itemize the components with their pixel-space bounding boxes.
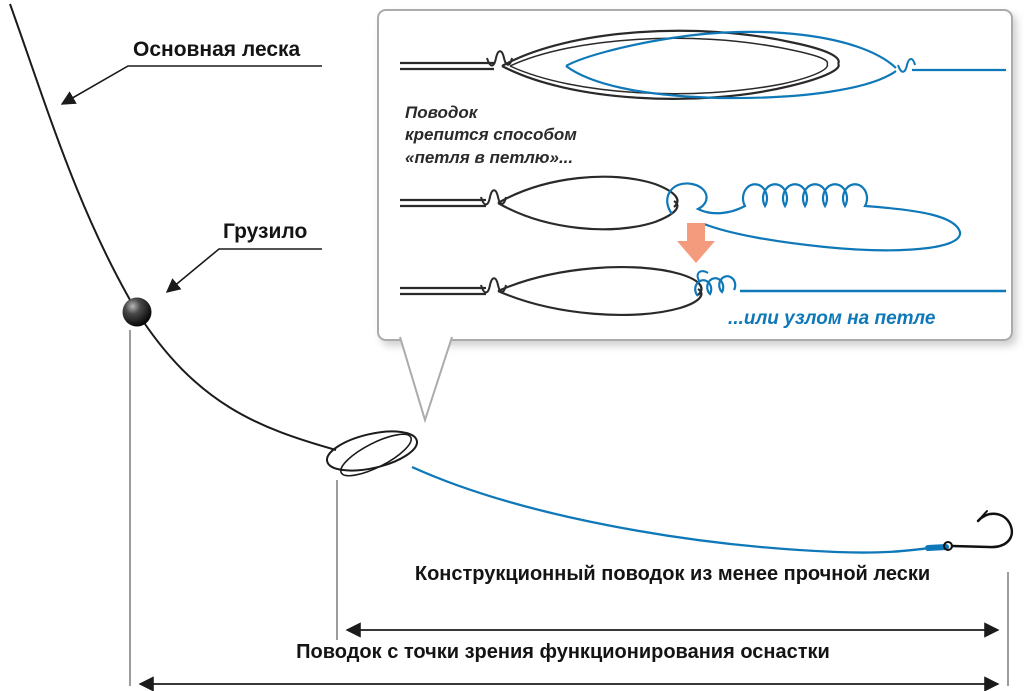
- inset-row2-blue-wrap: [666, 182, 962, 252]
- leader-line-path: [411, 465, 931, 554]
- inset-row1-blue-loop: [565, 30, 1006, 100]
- sinker-ball: [122, 297, 152, 327]
- inset-row3-blue-knot: [694, 270, 1006, 297]
- sinker-callout-arrow: [165, 248, 322, 293]
- inset-panel: [377, 9, 1013, 341]
- inset-knot-note: ...или узлом на петле: [728, 308, 936, 329]
- loop-junction: [326, 430, 418, 477]
- main-line-callout-arrow: [60, 65, 322, 105]
- construction-leader-dimension-label: Конструкционный поводок из менее прочной…: [414, 563, 931, 585]
- main-line-label: Основная леска: [133, 38, 301, 61]
- dimension-extension-lines: [129, 330, 1009, 686]
- inset-panel-tail: [399, 336, 453, 424]
- inset-attach-note: Поводок крепится способом «петля в петлю…: [405, 103, 577, 167]
- hook-icon: [943, 510, 1014, 551]
- sinker-label: Грузило: [223, 220, 308, 243]
- inset-row2-black-loop: [400, 175, 679, 231]
- step-down-arrow-icon: [677, 223, 715, 263]
- inset-row3-black-loop: [400, 265, 703, 317]
- inset-panel-tail-fill: [400, 337, 452, 420]
- leader-knot-tag: [925, 544, 949, 551]
- functional-leader-dimension-label: Поводок с точки зрения функционирования …: [296, 641, 830, 663]
